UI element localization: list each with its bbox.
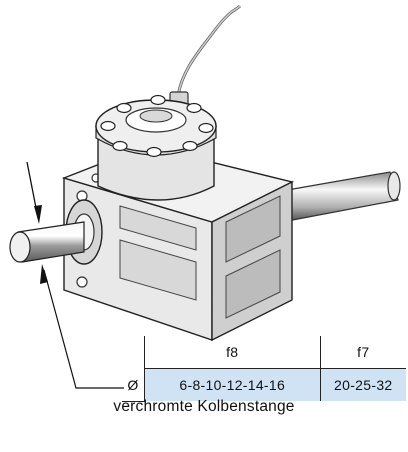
rod-arrow-icon [26, 161, 42, 224]
table-header-row: f8 f7 [122, 336, 406, 369]
cylinder-head [97, 137, 215, 201]
values-f8: 6-8-10-12-14-16 [144, 368, 321, 401]
diameter-symbol: Ø [122, 368, 145, 402]
leader-arrow-icon [40, 264, 124, 389]
rod-caption: verchromte Kolbenstange [113, 398, 295, 415]
header-f7: f7 [319, 336, 406, 369]
piston-rod-right [275, 171, 401, 223]
table-row: Ø 6-8-10-12-14-16 20-25-32 [122, 368, 406, 402]
sensor-cable [176, 4, 242, 97]
table-corner-cell [122, 336, 145, 369]
header-f8: f8 [144, 336, 321, 369]
piston-rod-left [9, 221, 85, 263]
head-bolts [100, 94, 214, 158]
values-f7: 20-25-32 [319, 368, 406, 401]
tolerance-table: f8 f7 Ø 6-8-10-12-14-16 20-25-32 [122, 336, 406, 402]
